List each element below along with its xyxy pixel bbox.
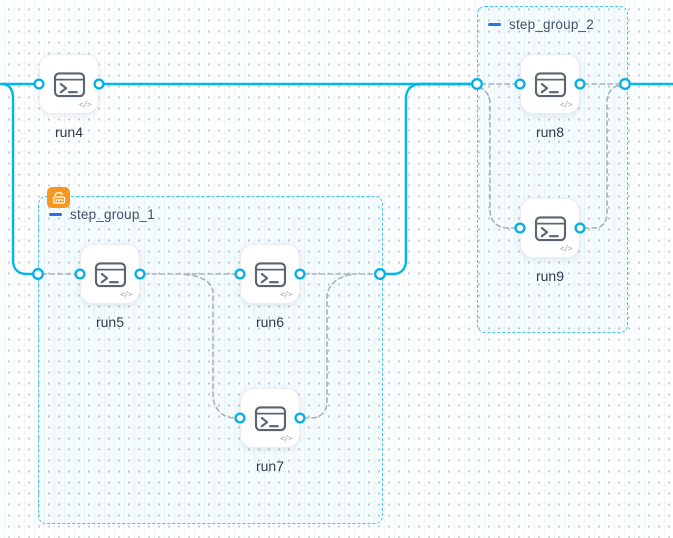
loop-over-items-badge-icon	[47, 187, 70, 208]
edge-step-group-1-to-step-group-2[interactable]	[381, 82, 476, 276]
group-step-group-2[interactable]: step_group_2	[477, 6, 628, 333]
node-run7[interactable]: </> run7	[240, 388, 300, 474]
terminal-icon	[254, 405, 286, 431]
terminal-icon	[254, 261, 286, 287]
collapse-minus-icon[interactable]	[49, 212, 62, 217]
node-card[interactable]: </>	[520, 198, 580, 258]
terminal-icon	[534, 71, 566, 97]
node-card[interactable]: </>	[240, 388, 300, 448]
edge-start-to-step-group-1[interactable]	[1, 82, 36, 276]
node-card[interactable]: </>	[39, 54, 99, 114]
node-label: run9	[535, 268, 565, 284]
node-run4[interactable]: </> run4	[39, 54, 99, 140]
node-card[interactable]: </>	[240, 244, 300, 304]
group-step-group-1[interactable]: step_group_1	[38, 187, 383, 524]
code-icon: </>	[279, 290, 293, 299]
node-card[interactable]: </>	[520, 54, 580, 114]
group-label: step_group_2	[509, 17, 594, 32]
group-header: step_group_2	[488, 17, 594, 32]
node-run5[interactable]: </> run5	[80, 244, 140, 330]
code-icon: </>	[78, 100, 92, 109]
terminal-icon	[53, 71, 85, 97]
code-icon: </>	[559, 100, 573, 109]
node-card[interactable]: </>	[80, 244, 140, 304]
node-run8[interactable]: </> run8	[520, 54, 580, 140]
code-icon: </>	[559, 244, 573, 253]
group-header: step_group_1	[49, 207, 155, 222]
node-run6[interactable]: </> run6	[240, 244, 300, 330]
terminal-icon	[534, 215, 566, 241]
code-icon: </>	[119, 290, 133, 299]
node-label: run4	[54, 124, 84, 140]
node-label: run6	[255, 314, 285, 330]
collapse-minus-icon[interactable]	[488, 22, 501, 27]
node-run9[interactable]: </> run9	[520, 198, 580, 284]
terminal-icon	[94, 261, 126, 287]
node-label: run5	[95, 314, 125, 330]
code-icon: </>	[279, 434, 293, 443]
node-label: run7	[255, 458, 285, 474]
node-label: run8	[535, 124, 565, 140]
group-label: step_group_1	[70, 207, 155, 222]
